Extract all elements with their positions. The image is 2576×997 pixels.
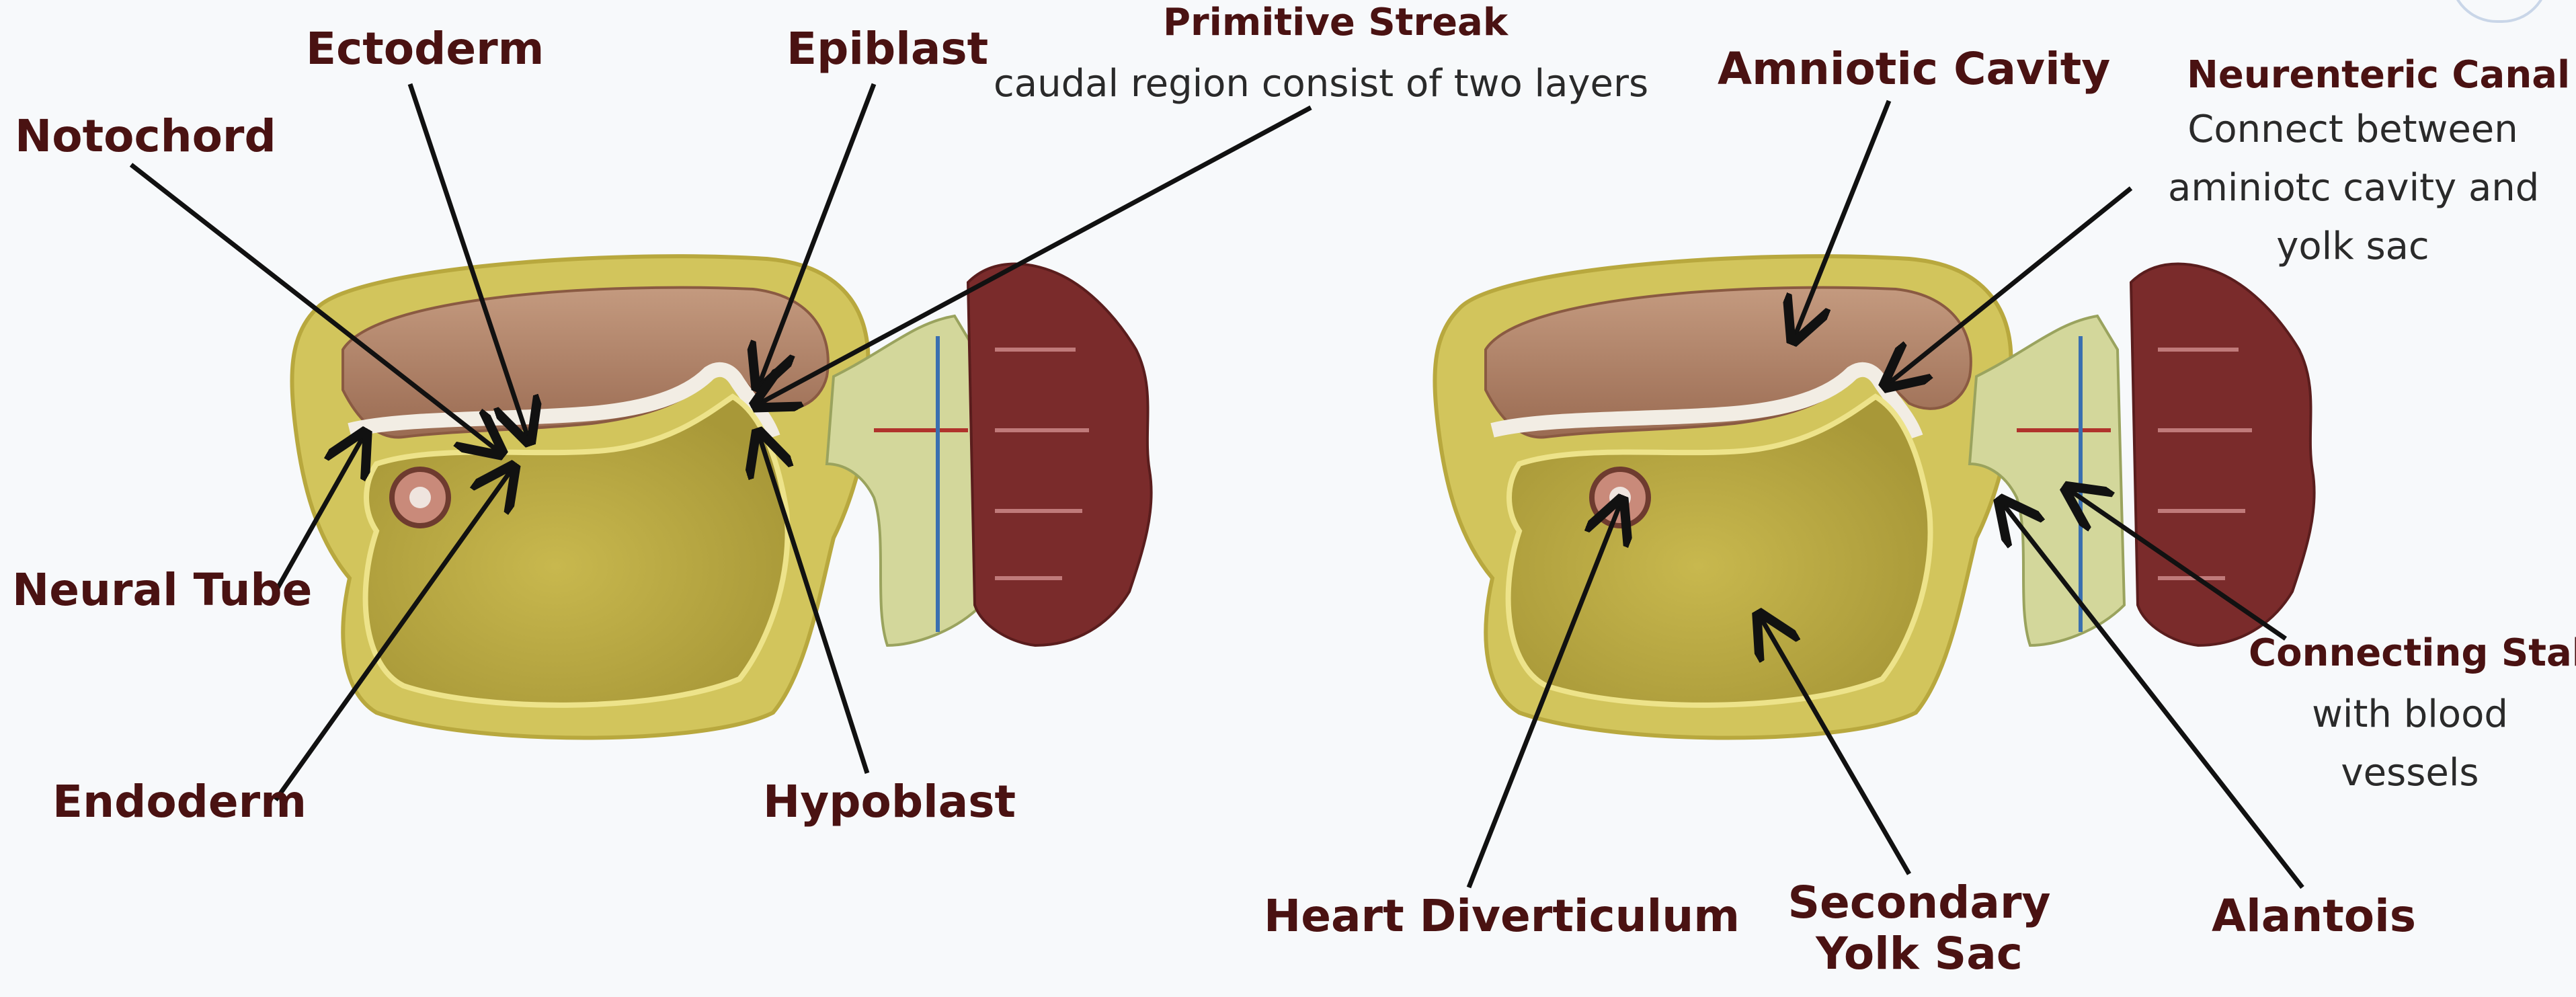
secondary-yolk-sac-line-1: Secondary xyxy=(1775,877,2064,928)
label-connecting-stalk-description: with blood vessels xyxy=(2299,686,2521,803)
neurenteric-desc-line-1: Connect between xyxy=(2168,101,2538,159)
label-primitive-streak-description: caudal region consist of two layers xyxy=(994,55,1648,114)
label-primitive-streak-title: Primitive Streak xyxy=(1163,1,1508,44)
label-endoderm: Endoderm xyxy=(52,776,307,828)
label-notochord: Notochord xyxy=(15,111,276,162)
label-amniotic-cavity: Amniotic Cavity xyxy=(1718,44,2110,95)
label-neurenteric-canal-title: Neurenteric Canal xyxy=(2187,54,2570,97)
connecting-stalk-desc-line-1: with blood xyxy=(2299,686,2521,744)
secondary-yolk-sac-line-2: Yolk Sac xyxy=(1775,928,2064,980)
left-embryo-model xyxy=(292,256,1151,737)
label-neurenteric-canal-description: Connect between aminiotc cavity and yolk… xyxy=(2168,101,2538,276)
label-epiblast: Epiblast xyxy=(787,24,988,75)
left-placenta-villi xyxy=(968,264,1152,646)
label-connecting-stalk-title: Connecting Stalk xyxy=(2249,632,2576,675)
label-heart-diverticulum: Heart Diverticulum xyxy=(1264,891,1740,942)
label-secondary-yolk-sac: Secondary Yolk Sac xyxy=(1775,877,2064,980)
label-hypoblast: Hypoblast xyxy=(763,776,1016,828)
neurenteric-desc-line-2: aminiotc cavity and xyxy=(2168,159,2538,218)
label-alantois: Alantois xyxy=(2212,891,2416,942)
right-placenta-villi xyxy=(2131,264,2315,646)
label-neural-tube: Neural Tube xyxy=(12,565,312,616)
neurenteric-desc-line-3: yolk sac xyxy=(2168,218,2538,276)
right-embryo-model xyxy=(1435,256,2314,737)
label-ectoderm: Ectoderm xyxy=(306,24,544,75)
connecting-stalk-desc-line-2: vessels xyxy=(2299,744,2521,803)
